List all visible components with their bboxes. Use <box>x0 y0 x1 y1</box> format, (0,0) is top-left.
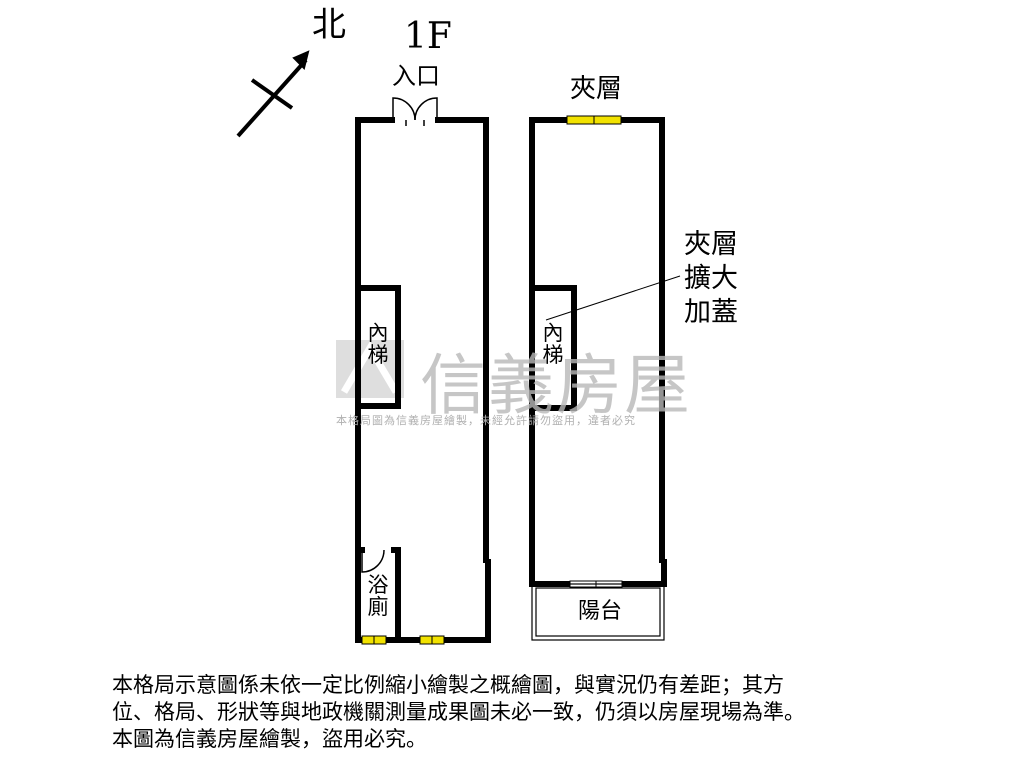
disclaimer-line: 位、格局、形狀等與地政機關測量成果圖未必一致，仍須以房屋現場為準。 <box>112 700 805 724</box>
north-label: 北 <box>312 5 346 45</box>
floor-mezzanine-title: 夾層 <box>570 74 623 104</box>
bathroom-label: 浴廁 <box>367 573 389 620</box>
watermark-brand: 信義房屋 <box>420 347 692 424</box>
balcony-outline <box>531 583 665 641</box>
entrance-door-icon <box>392 97 438 126</box>
plan-1f-walls <box>355 117 491 643</box>
plan-1f-windows <box>361 635 445 645</box>
mezzanine-callout-line <box>545 275 681 321</box>
plan-mezzanine-window <box>566 115 622 125</box>
north-arrow-icon <box>236 50 310 138</box>
disclaimer-line: 本格局示意圖係未依一定比例縮小繪製之概繪圖，與實況仍有差距；其方 <box>112 673 784 697</box>
bathroom-door-icon <box>361 549 397 574</box>
disclaimer-text: 本格局示意圖係未依一定比例縮小繪製之概繪圖，與實況仍有差距；其方 位、格局、形狀… <box>112 672 902 753</box>
watermark-notice: 本格局圖為信義房屋繪製，未經允許請勿盜用，違者必究 <box>336 414 636 427</box>
disclaimer-line: 本圖為信義房屋繪製，盜用必究。 <box>112 727 427 751</box>
floor-1f-title: 1F <box>404 16 452 57</box>
stair-label-mezzanine: 內梯 <box>542 321 564 368</box>
entrance-label: 入口 <box>392 62 440 90</box>
mezzanine-note: 夾層擴大加蓋 <box>684 229 738 328</box>
balcony-label: 陽台 <box>578 599 623 624</box>
stair-label-1f: 內梯 <box>367 321 389 368</box>
watermark-logo-icon <box>336 340 404 398</box>
